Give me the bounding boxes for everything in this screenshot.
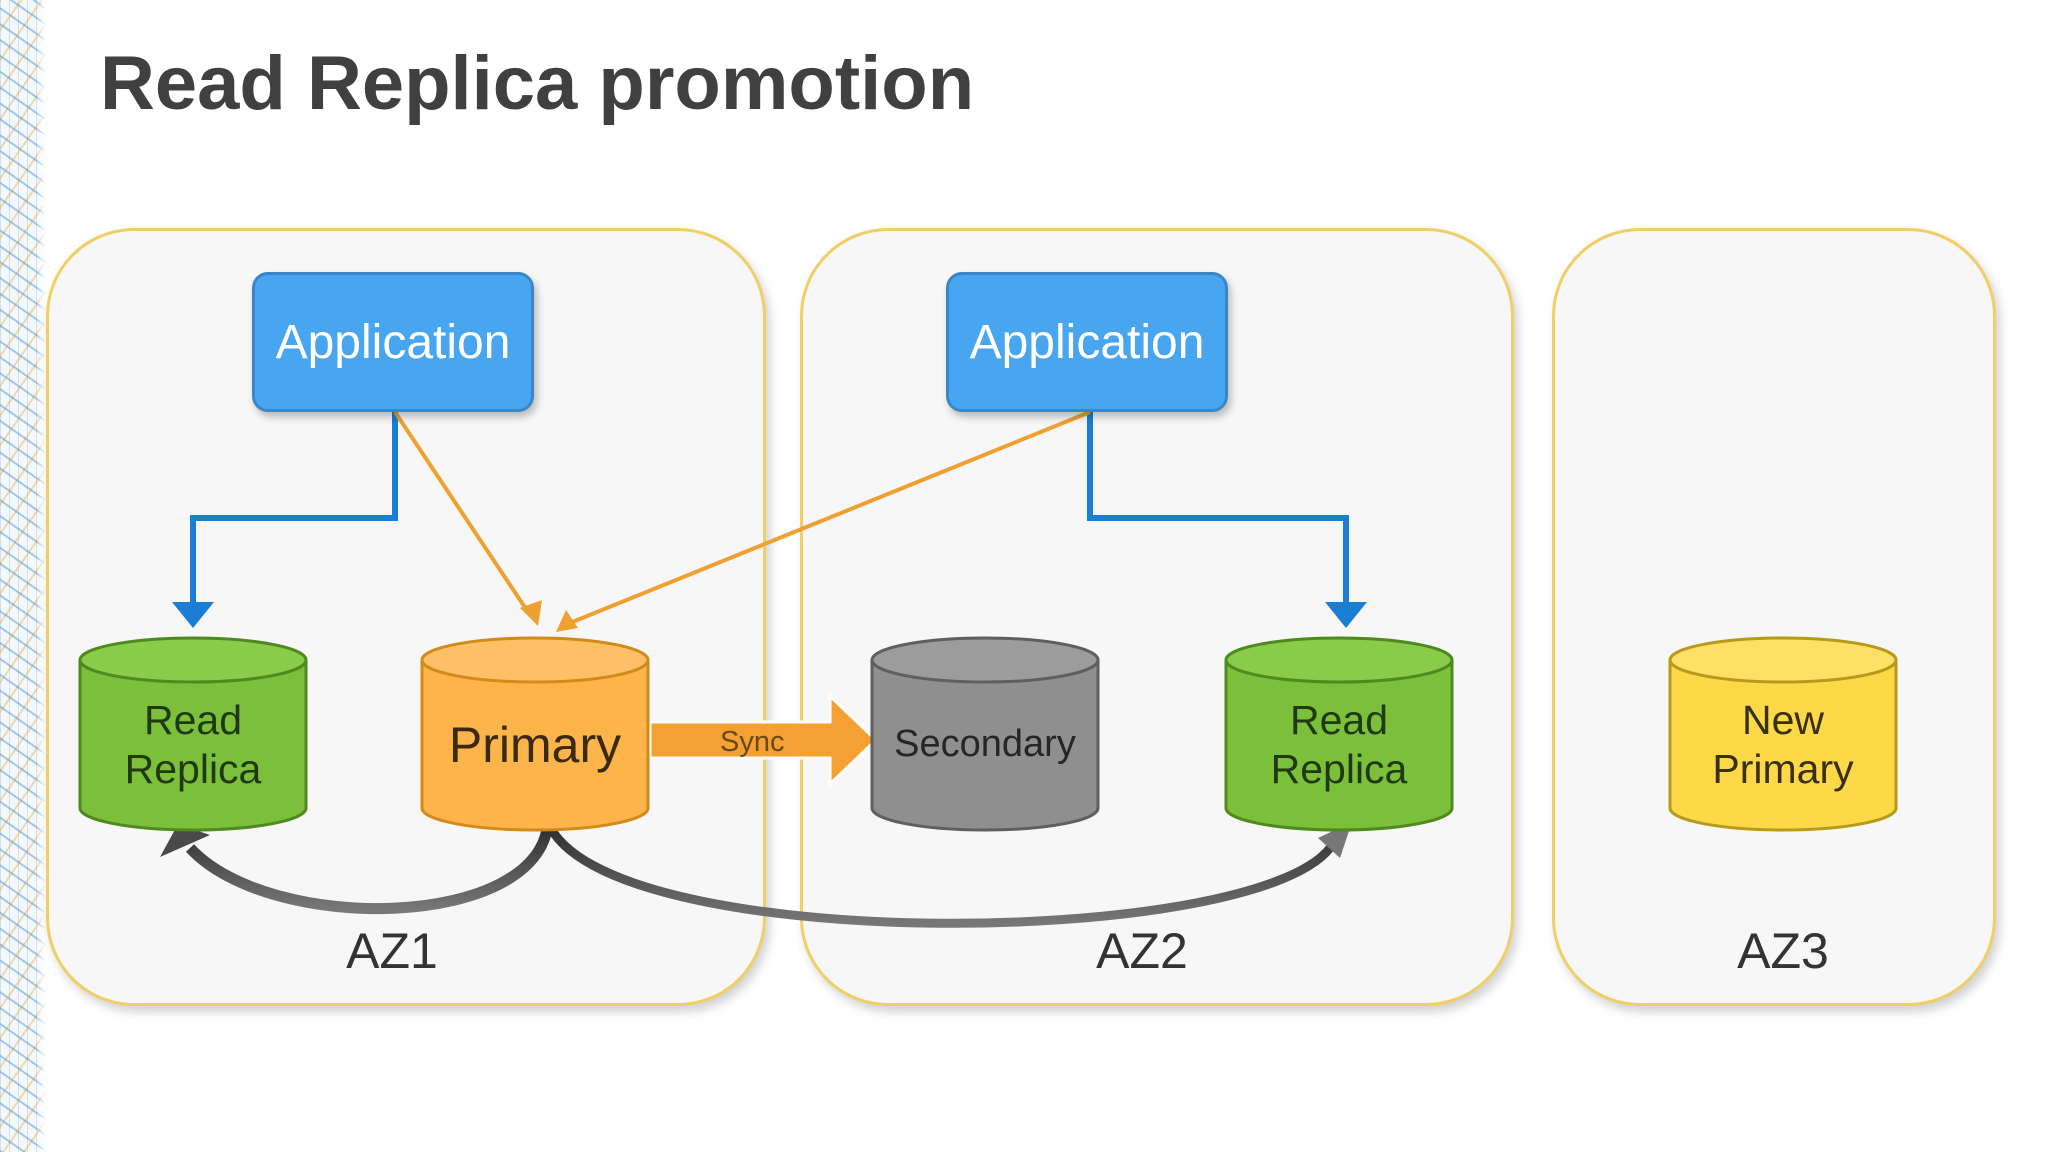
arrowhead-primary-from-app2 — [556, 610, 578, 632]
label-line: Primary — [448, 717, 622, 773]
label-line: Primary — [1712, 746, 1854, 792]
application-box-az1: Application — [252, 272, 534, 412]
db-read-replica-az1 — [78, 636, 308, 832]
connector-app1-to-replica1 — [190, 412, 398, 610]
arrowhead-replica1 — [172, 602, 214, 628]
zone-label-az3: AZ3 — [1737, 923, 1829, 979]
label-line: New — [1741, 696, 1825, 743]
page-title: Read Replica promotion — [100, 41, 975, 126]
label-line: Read — [1289, 696, 1388, 743]
db-read-replica-az2 — [1224, 636, 1454, 832]
arrowhead-primary-from-app1 — [520, 600, 542, 626]
application-box-az2: Application — [946, 272, 1228, 412]
connector-app2-to-replica2 — [1087, 412, 1349, 610]
label-line: Replica — [1270, 746, 1408, 792]
label-line: Read — [143, 696, 242, 743]
new-primary-label: New Primary — [1670, 696, 1896, 794]
arrowhead-replica2 — [1325, 602, 1367, 628]
sync-label: Sync — [720, 726, 785, 758]
db-secondary — [870, 636, 1100, 832]
db-new-primary — [1668, 636, 1898, 832]
secondary-label: Secondary — [872, 722, 1098, 768]
read-replica-az1-label: Read Replica — [80, 696, 306, 794]
zone-az1 — [46, 228, 766, 1006]
db-primary — [420, 636, 650, 832]
application-label: Application — [969, 315, 1205, 369]
promotion-curve-to-replica1 — [185, 821, 554, 914]
sync-arrow — [648, 692, 879, 788]
application-label: Application — [275, 315, 511, 369]
connector-app2-to-primary — [564, 410, 1091, 627]
zone-label-az1: AZ1 — [346, 923, 438, 979]
connector-app1-to-primary — [393, 410, 532, 617]
zone-label-az2: AZ2 — [1096, 923, 1188, 979]
zone-az3 — [1552, 228, 1996, 1006]
label-line: Secondary — [894, 723, 1076, 766]
read-replica-az2-label: Read Replica — [1226, 696, 1452, 794]
primary-label: Primary — [422, 715, 648, 775]
promotion-arrow-replica1 — [160, 824, 210, 857]
promotion-curve-to-replica2 — [543, 820, 1334, 928]
decorative-side-pattern — [0, 0, 46, 1152]
label-line: Replica — [124, 746, 262, 792]
